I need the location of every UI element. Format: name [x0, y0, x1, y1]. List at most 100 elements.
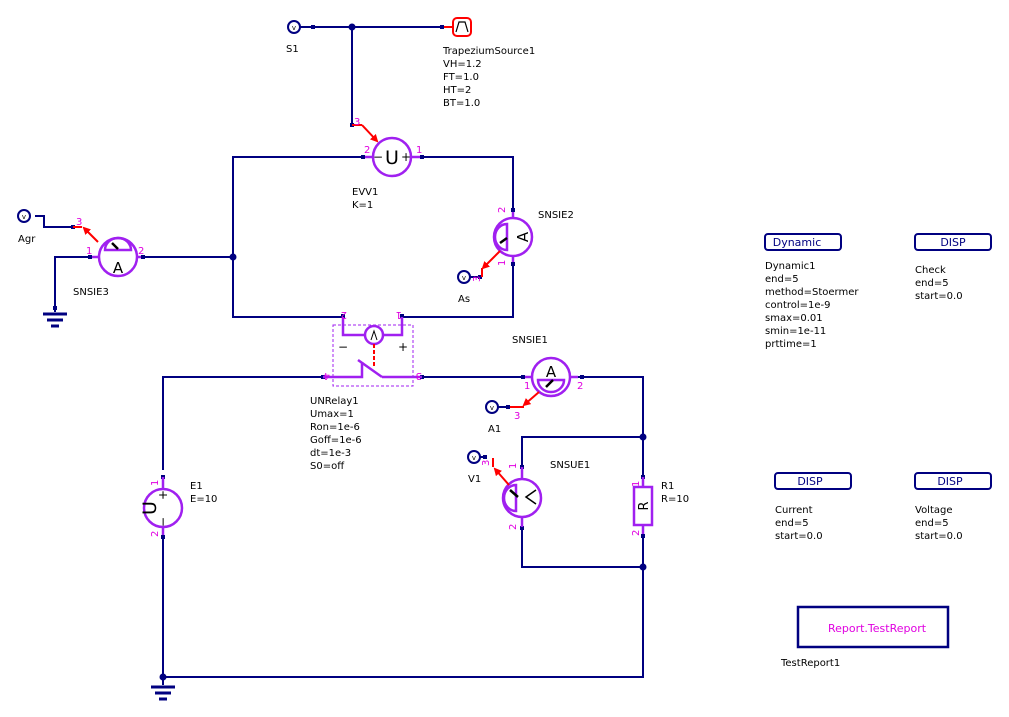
unrelay1-param: dt=1e-3	[310, 448, 351, 459]
pin-label: 3	[481, 460, 492, 466]
snsie2-ammeter[interactable]: A 2 1 3 SNSIE2	[472, 207, 574, 282]
report-label: Report.TestReport	[828, 622, 927, 635]
wire-snsie1-r1[interactable]	[578, 376, 644, 475]
voltage-probe-icon	[287, 20, 301, 34]
e1-voltage-source[interactable]: U + − 1 2 E1 E=10	[139, 477, 217, 537]
report-box[interactable]	[796, 605, 950, 649]
e1-name: E1	[190, 481, 203, 492]
dynamic-button[interactable]: Dynamic	[764, 233, 842, 251]
pin-label: 1	[150, 480, 161, 486]
disp-check-button[interactable]: DISP	[914, 233, 992, 251]
pin-label: 1	[631, 481, 642, 487]
junctions	[53, 23, 647, 681]
a1-label: A1	[488, 424, 501, 435]
disp-line: end=5	[775, 518, 809, 529]
dynamic-line: end=5	[765, 274, 799, 285]
junction-dot	[639, 433, 647, 441]
dynamic-line: smax=0.01	[765, 313, 823, 324]
trapezium-source[interactable]: TrapeziumSource1 VH=1.2 FT=1.0 HT=2 BT=1…	[442, 17, 535, 109]
dynamic-line: Dynamic1	[765, 261, 815, 272]
wire-snsue1-top[interactable]	[521, 436, 643, 470]
probe-s1[interactable]: v S1	[286, 20, 301, 55]
disp-line: start=0.0	[915, 531, 963, 542]
unrelay1-param: Umax=1	[310, 409, 354, 420]
r1-name: R1	[661, 481, 674, 492]
wire-r1-ground[interactable]	[163, 532, 644, 678]
probe-a1[interactable]: v A1	[485, 400, 501, 435]
dynamic-line: smin=1e-11	[765, 326, 826, 337]
evv1-param: K=1	[352, 200, 373, 211]
junction-dot	[639, 563, 647, 571]
pin-label: 3	[416, 370, 422, 381]
unrelay1-name: UNRelay1	[310, 396, 359, 407]
probe-v1[interactable]: v V1	[467, 450, 481, 485]
wire-relay-e1[interactable]	[162, 376, 323, 470]
pin-label: 1	[497, 260, 508, 266]
pin-label: 2	[364, 145, 370, 156]
snsie3-symbol: A	[113, 259, 124, 277]
plus-sign: +	[156, 490, 170, 500]
plus-sign: +	[401, 150, 411, 164]
disp-voltage-button[interactable]: DISP	[914, 472, 992, 490]
disp-check-block[interactable]: DISP Check end=5 start=0.0	[914, 233, 992, 302]
pin-label: 1	[508, 463, 519, 469]
snsue1-voltmeter[interactable]: 1 2 3 SNSUE1	[481, 458, 590, 530]
probe-as[interactable]: v As	[457, 270, 471, 305]
junction-dot	[159, 673, 167, 681]
snsie2-name: SNSIE2	[538, 210, 574, 221]
voltage-probe-icon	[457, 270, 471, 284]
voltage-probe-icon	[17, 209, 31, 223]
pin-label: 1	[396, 309, 402, 320]
pin-label: 3	[514, 411, 520, 422]
junction-dot	[229, 253, 237, 261]
trapezium-param: FT=1.0	[443, 72, 479, 83]
probe-glyph: v	[292, 24, 296, 32]
snsie1-ammeter[interactable]: A 1 2 3 SNSIE1	[510, 335, 583, 422]
wire-snsue1-bottom[interactable]	[521, 527, 643, 568]
unrelay1-relay[interactable]: − + 2 1 4 3 UNRelay1 Umax=1 Ron=1e-6 Gof…	[310, 309, 422, 472]
pin-label: 1	[524, 381, 530, 392]
s1-label: S1	[286, 44, 299, 55]
minus-sign: −	[373, 150, 383, 164]
voltage-probe-icon	[485, 400, 499, 414]
evv1-symbol: U	[385, 147, 399, 169]
pin-label: 3	[472, 276, 483, 282]
trapezium-param: BT=1.0	[443, 98, 480, 109]
disp-line: end=5	[915, 518, 949, 529]
wire-evv1-left[interactable]	[232, 156, 362, 330]
probe-agr[interactable]: v Agr	[17, 209, 36, 245]
trapezium-name: TrapeziumSource1	[442, 46, 535, 57]
disp-line: end=5	[915, 278, 949, 289]
pin-label: 2	[631, 530, 642, 536]
disp-voltage-block[interactable]: DISP Voltage end=5 start=0.0	[914, 472, 992, 542]
report-name: TestReport1	[780, 658, 840, 669]
disp-current-button[interactable]: DISP	[774, 472, 852, 490]
voltage-probe-icon	[467, 450, 481, 464]
snsue1-name: SNSUE1	[550, 460, 590, 471]
unrelay1-param: Ron=1e-6	[310, 422, 360, 433]
trapezium-source-icon	[452, 17, 472, 37]
pin-label: 4	[324, 370, 330, 381]
r1-param: R=10	[661, 494, 689, 505]
disp-current-block[interactable]: DISP Current end=5 start=0.0	[774, 472, 852, 542]
test-report-block[interactable]: Report.TestReport TestReport1	[780, 605, 950, 669]
wire-evv1-right[interactable]	[422, 156, 514, 210]
e1-symbol: U	[139, 501, 161, 515]
e1-param: E=10	[190, 494, 217, 505]
pin-label: 2	[577, 381, 583, 392]
dynamic-block[interactable]: Dynamic Dynamic1 end=5 method=Stoermer c…	[764, 233, 859, 350]
evv1-controlled-source[interactable]: U − + 3 2 1 EVV1 K=1	[352, 117, 422, 211]
r1-resistor[interactable]: R 1 2 R1 R=10	[631, 477, 689, 536]
wire-snsie3-ground[interactable]	[54, 256, 90, 312]
pin-label: 1	[416, 145, 422, 156]
disp-line: start=0.0	[775, 531, 823, 542]
ground-icon-main	[151, 685, 175, 701]
snsie1-symbol: A	[546, 363, 557, 381]
trapezium-param: HT=2	[443, 85, 471, 96]
as-label: As	[458, 294, 470, 305]
dynamic-button-label: Dynamic	[773, 236, 822, 249]
wire-agr[interactable]	[35, 215, 73, 228]
snsie3-ammeter[interactable]: A 3 1 2 SNSIE3	[73, 217, 144, 298]
unrelay1-param: S0=off	[310, 461, 345, 472]
ground-icon-snsie3	[43, 312, 67, 328]
